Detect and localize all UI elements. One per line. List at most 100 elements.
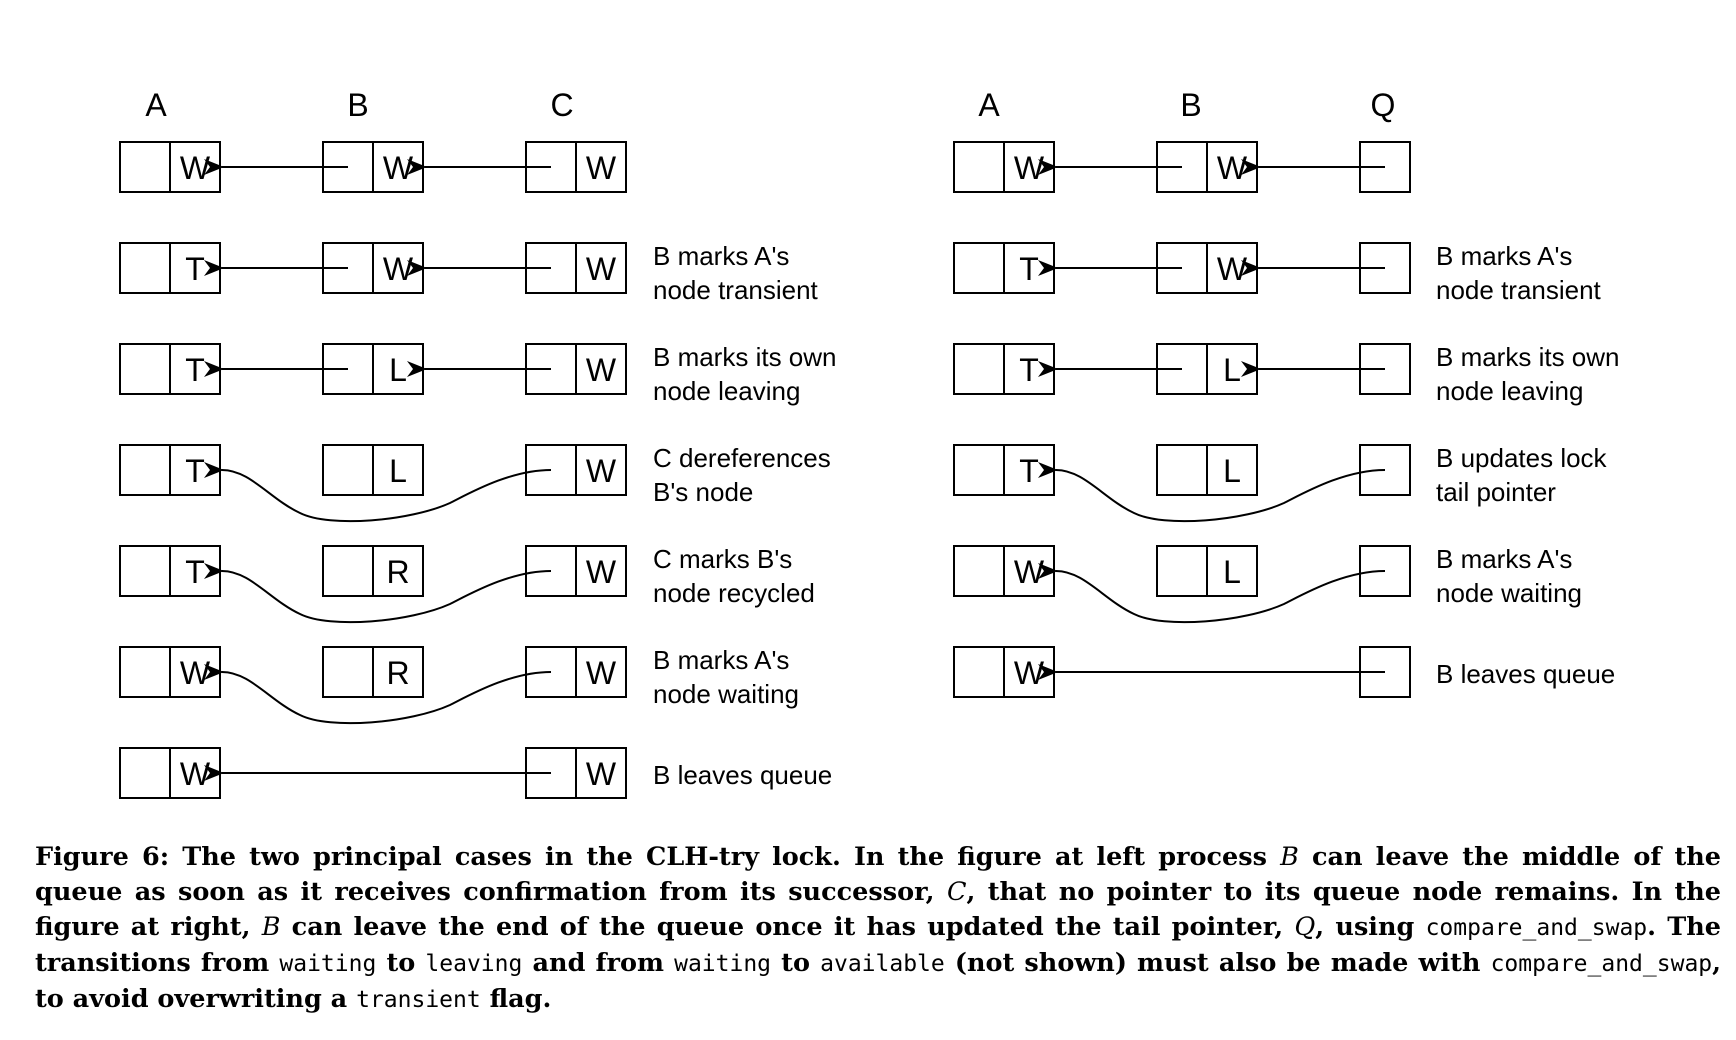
node-c-flag: W [586, 352, 617, 388]
left-header-c: C [550, 87, 573, 123]
caption-text: . The transitions from [35, 912, 1721, 978]
right-row-3: T L B marks its own node leaving [953, 342, 1620, 406]
step-label-line-1: B marks A's [653, 645, 789, 675]
node-a-flag: W [180, 150, 211, 186]
figure-caption: Figure 6: The two principal cases in the… [35, 840, 1721, 1018]
left-row-3: T L W B marks its own node leaving [119, 342, 837, 406]
node-b-flag: W [1217, 251, 1248, 287]
node-a-flag: T [185, 554, 205, 590]
left-header-a: A [145, 87, 167, 123]
node-b-flag: R [386, 655, 409, 691]
node-b-flag: W [383, 251, 414, 287]
caption-text: , using [1315, 912, 1426, 942]
step-label-line-1: B marks its own [653, 342, 837, 372]
caption-text: , that no pointer to its queue node rema… [35, 877, 1722, 942]
node-b-flag: L [389, 352, 407, 388]
left-panel: A B C W W W T W W B marks A's [119, 87, 837, 799]
step-label-line-2: tail pointer [1436, 477, 1556, 507]
left-row-6: W R W B marks A's node waiting [119, 645, 799, 725]
step-label-line-1: C dereferences [653, 443, 831, 473]
node-c-flag: W [586, 453, 617, 489]
node-a-flag: T [1019, 251, 1039, 287]
step-label-line-2: node recycled [653, 578, 815, 608]
pointer-c-to-a [203, 663, 552, 725]
step-label-line-1: B leaves queue [653, 760, 832, 790]
step-label-line-1: B marks A's [1436, 241, 1572, 271]
caption-code: available [820, 951, 945, 977]
node-a-flag: W [180, 756, 211, 792]
left-row-1: W W W [119, 141, 627, 193]
left-header-b: B [347, 87, 368, 123]
node-b: L [1156, 545, 1258, 597]
step-label-line-1: B updates lock [1436, 443, 1608, 473]
right-header-b: B [1180, 87, 1201, 123]
step-label-line-1: B marks A's [1436, 544, 1572, 574]
right-header-q: Q [1371, 87, 1396, 123]
node-a-flag: T [185, 352, 205, 388]
step-label-line-1: B marks its own [1436, 342, 1620, 372]
node-b-flag: L [1223, 453, 1241, 489]
node-b-flag: W [1217, 150, 1248, 186]
node-c: W [525, 242, 627, 294]
step-label-line-1: B leaves queue [1436, 659, 1615, 689]
pointer-c-to-a [203, 562, 552, 624]
node-a-flag: W [1014, 655, 1045, 691]
caption-text: , to avoid overwriting a [35, 948, 1722, 1014]
node-a: W [119, 646, 221, 698]
caption-code: waiting [674, 951, 772, 977]
caption-math: C [946, 877, 967, 907]
step-label-line-2: node transient [653, 275, 819, 305]
node-a: W [119, 747, 221, 799]
node-a: T [953, 242, 1055, 294]
tail-pointer-q [1359, 545, 1411, 597]
caption-math: B [1280, 842, 1299, 872]
caption-code: leaving [425, 951, 523, 977]
node-c-flag: W [586, 150, 617, 186]
node-a: W [953, 646, 1055, 698]
caption-text: can leave the end of the queue once it h… [280, 912, 1295, 942]
caption-text: (not shown) must also be made with [944, 948, 1491, 978]
pointer-q-to-a [1037, 562, 1386, 624]
caption-math: Q [1294, 912, 1316, 942]
node-b: R [322, 545, 424, 597]
clh-try-lock-diagram: A B C W W W T W W B marks A's [119, 87, 1620, 799]
step-label-line-2: B's node [653, 477, 753, 507]
node-b: L [322, 444, 424, 496]
left-row-4: T L W C dereferences B's node [119, 443, 831, 523]
node-b-flag: L [389, 453, 407, 489]
step-label-line-1: C marks B's [653, 544, 792, 574]
node-a: T [119, 444, 221, 496]
figure-number: Figure 6: [35, 842, 170, 872]
node-a-flag: W [180, 655, 211, 691]
caption-text: flag. [480, 984, 552, 1014]
node-a-flag: T [1019, 453, 1039, 489]
step-label-line-2: node leaving [653, 376, 800, 406]
right-header-a: A [978, 87, 1000, 123]
left-headers: A B C [145, 87, 573, 123]
node-c-flag: W [586, 554, 617, 590]
node-a-flag: W [1014, 554, 1045, 590]
right-row-1: W W [953, 141, 1411, 193]
node-b: L [1156, 444, 1258, 496]
left-row-7: W W B leaves queue [119, 747, 832, 799]
step-label-line-2: node waiting [653, 679, 799, 709]
node-a: T [119, 545, 221, 597]
node-b-flag: L [1223, 554, 1241, 590]
caption-text: and from [522, 948, 675, 978]
node-a: T [119, 343, 221, 395]
caption-code: compare_and_swap [1490, 951, 1713, 977]
node-a: W [119, 141, 221, 193]
node-c-flag: W [586, 756, 617, 792]
node-b: R [322, 646, 424, 698]
step-label-line-1: B marks A's [653, 241, 789, 271]
step-label-line-2: node transient [1436, 275, 1602, 305]
caption-code: transient [356, 987, 481, 1013]
node-a-flag: T [185, 453, 205, 489]
node-b-flag: R [386, 554, 409, 590]
node-a: T [953, 444, 1055, 496]
left-row-5: T R W C marks B's node recycled [119, 544, 815, 624]
node-a: T [119, 242, 221, 294]
node-a-flag: T [185, 251, 205, 287]
right-row-2: T W B marks A's node transient [953, 241, 1602, 305]
node-a: W [953, 141, 1055, 193]
